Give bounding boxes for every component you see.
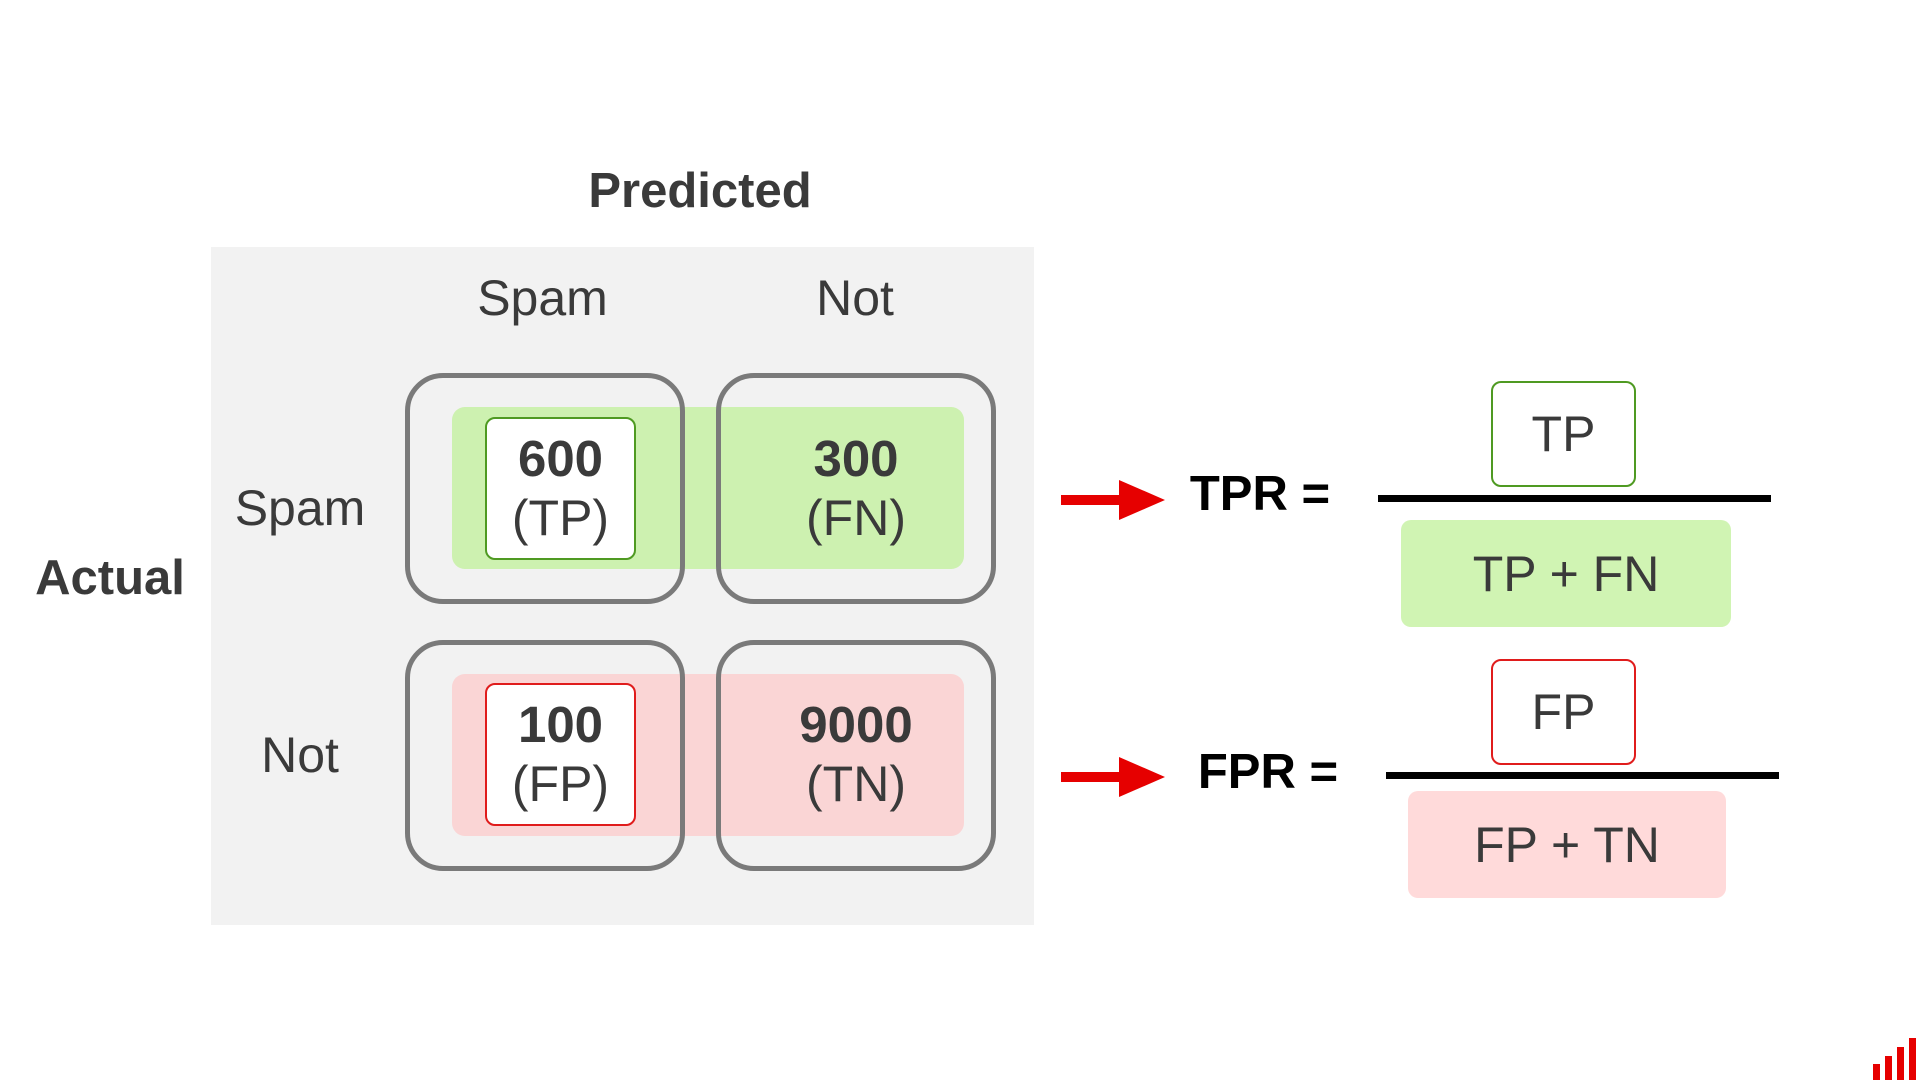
cell-tn: 9000 (TN) — [760, 683, 952, 826]
tpr-label: TPR = — [1189, 467, 1331, 521]
bar-chart-logo-icon — [1873, 1038, 1916, 1080]
fpr-numerator: FP — [1491, 659, 1636, 765]
right-arrow-icon — [1061, 757, 1165, 797]
cell-outline-tp — [405, 373, 685, 604]
tpr-denominator: TP + FN — [1401, 520, 1731, 627]
predicted-axis-title: Predicted — [588, 163, 812, 218]
tpr-fraction-bar — [1378, 495, 1771, 502]
tp-highlight-box — [485, 417, 636, 560]
cell-fn-tag: (FN) — [806, 490, 906, 547]
tpr-numerator: TP — [1491, 381, 1636, 487]
column-label-spam: Spam — [477, 269, 608, 326]
actual-axis-title: Actual — [35, 550, 185, 605]
cell-outline-tn — [716, 640, 996, 871]
cell-fn-value: 300 — [813, 429, 899, 487]
cell-tp-tag: (TP) — [511, 490, 610, 547]
right-arrow-icon — [1061, 480, 1165, 520]
cell-fp: 100 (FP) — [485, 683, 636, 826]
fpr-label: FPR = — [1197, 745, 1339, 799]
cell-fp-tag: (FP) — [511, 756, 610, 813]
cell-fp-value: 100 — [517, 695, 604, 753]
cell-fn: 300 (FN) — [760, 417, 952, 560]
cell-tp-value: 600 — [517, 429, 604, 487]
cell-tp: 600 (TP) — [485, 417, 636, 560]
column-label-not: Not — [816, 269, 894, 326]
cell-tn-value: 9000 — [799, 695, 913, 753]
fpr-denominator: FP + TN — [1408, 791, 1726, 898]
cell-outline-fp — [405, 640, 685, 871]
fpr-fraction-bar — [1386, 772, 1779, 779]
row-label-not: Not — [261, 726, 339, 783]
fp-highlight-box — [485, 683, 636, 826]
row-label-spam: Spam — [234, 479, 366, 536]
cell-outline-fn — [716, 373, 996, 604]
cell-tn-tag: (TN) — [806, 756, 906, 813]
